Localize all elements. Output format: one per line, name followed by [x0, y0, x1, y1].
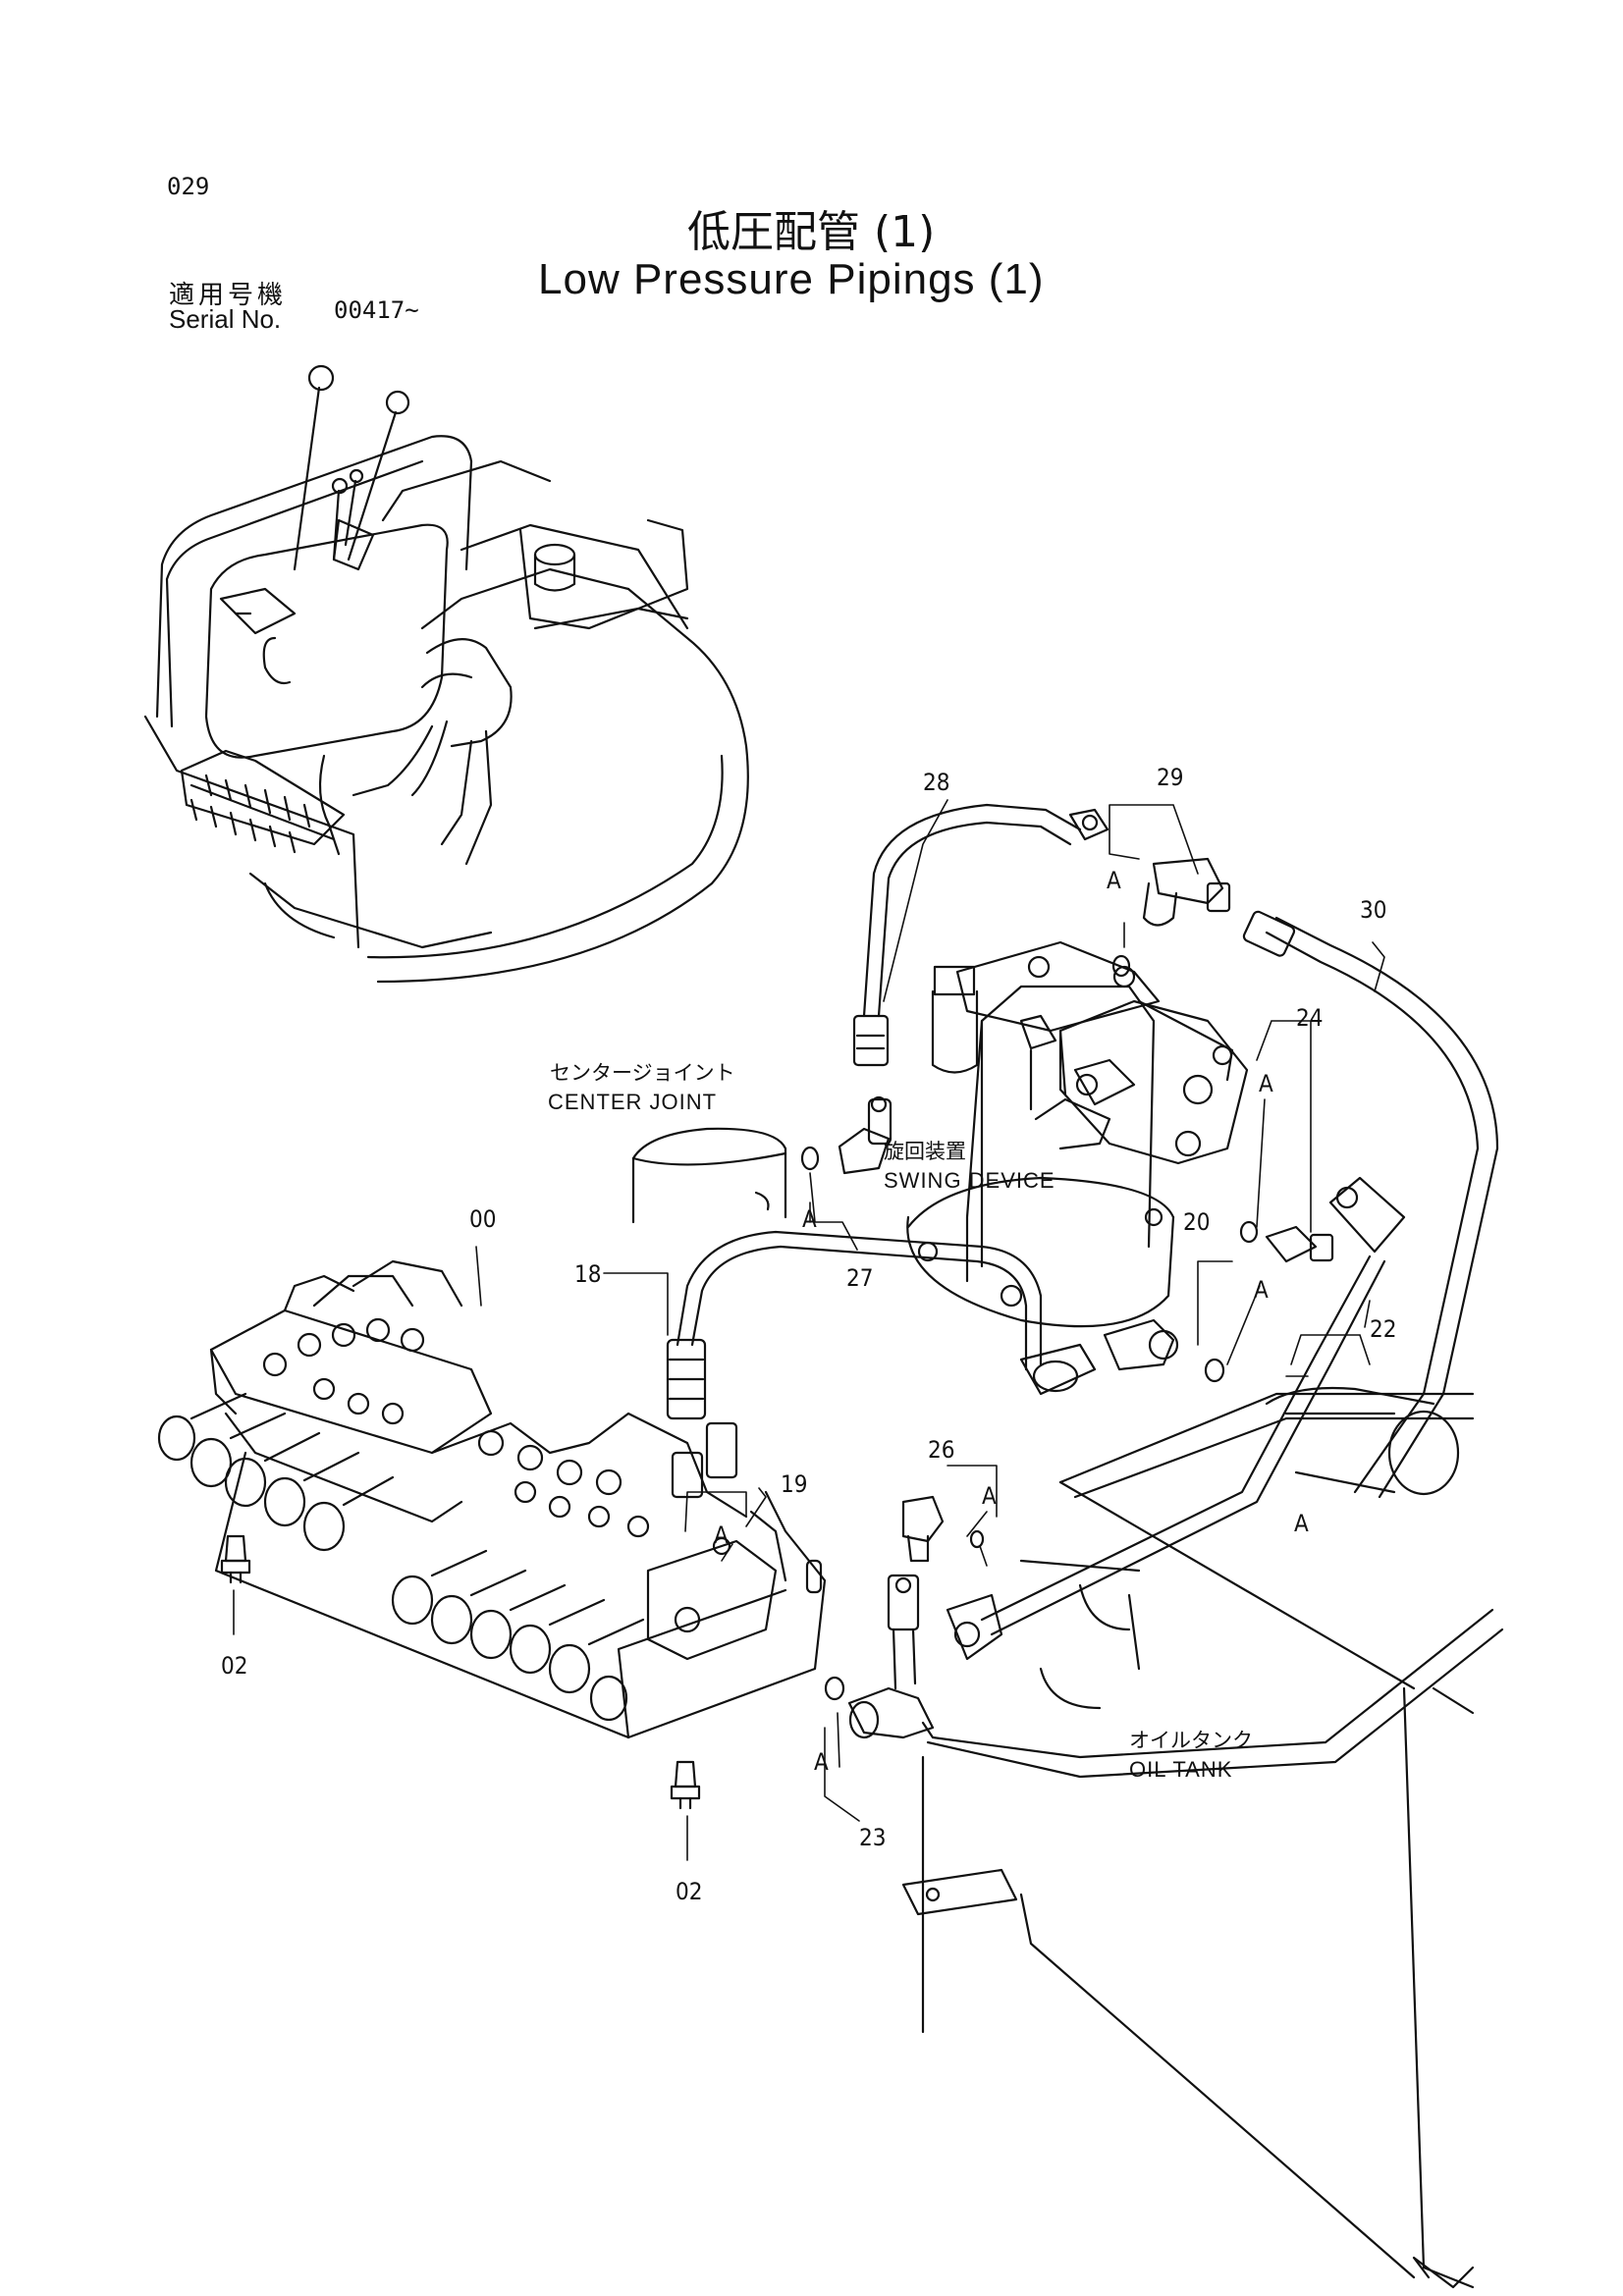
part-ref-30: 30	[1360, 896, 1386, 924]
part-ref-22: 22	[1370, 1315, 1396, 1343]
fitting-24	[1239, 1220, 1334, 1263]
hose-30	[1242, 910, 1499, 1499]
part-ref-23: 23	[859, 1824, 886, 1851]
serial-number-value: 00417~	[334, 296, 419, 324]
hose-28	[852, 803, 1109, 1067]
part-ref-27: 27	[846, 1264, 873, 1292]
part-ref-20: 20	[1183, 1208, 1210, 1236]
hose-22	[946, 1176, 1406, 1661]
center-joint-component	[631, 1127, 787, 1224]
part-ref-02: 02	[221, 1652, 247, 1680]
part-reference-numbers: 00 02 02 18 19 20 22 23 24 26 27 28 29 30	[221, 764, 1396, 1905]
hose-18	[666, 1230, 1097, 1420]
elbow-26	[901, 1495, 985, 1563]
detail-marker-a: A	[802, 1205, 817, 1233]
part-ref-28: 28	[923, 769, 949, 796]
part-ref-19: 19	[781, 1470, 807, 1498]
serial-label-english: Serial No.	[169, 304, 282, 334]
part-ref-02-b: 02	[676, 1878, 702, 1905]
swing-device-component	[906, 940, 1249, 1328]
detail-marker-a: A	[714, 1522, 729, 1549]
part-ref-18: 18	[574, 1260, 601, 1288]
detail-marker-a: A	[1259, 1070, 1273, 1097]
bolt-02-left	[220, 1534, 251, 1584]
part-ref-00: 00	[469, 1205, 496, 1233]
swing-device-label-japanese: 旋回装置	[884, 1140, 966, 1163]
tee-fitting-29	[1111, 857, 1231, 978]
oil-tank-label-english: OIL TANK	[1129, 1757, 1232, 1782]
detail-marker-a: A	[814, 1748, 829, 1776]
part-ref-29: 29	[1157, 764, 1183, 791]
center-joint-label-english: CENTER JOINT	[548, 1090, 717, 1114]
serial-label-japanese: 適用号機	[169, 281, 288, 310]
part-ref-26: 26	[928, 1436, 954, 1464]
page-number: 029	[167, 173, 210, 200]
page-title-english: Low Pressure Pipings (1)	[538, 255, 1045, 303]
elbow-27	[800, 1095, 893, 1175]
oil-tank-component	[901, 1386, 1475, 2289]
part-ref-24: 24	[1296, 1004, 1323, 1032]
elbow-20	[1103, 1318, 1225, 1383]
detail-marker-a: A	[982, 1482, 997, 1510]
detail-markers: A A A A A A A A	[714, 867, 1309, 1776]
detail-marker-a: A	[1254, 1276, 1269, 1304]
control-valve-assembly	[157, 1259, 827, 1739]
bolt-02-bottom	[670, 1760, 701, 1810]
center-joint-label-japanese: センタージョイント	[550, 1061, 735, 1085]
machine-overview-illustration	[143, 364, 749, 984]
leader-lines	[233, 799, 1385, 1861]
detail-marker-a: A	[1294, 1510, 1309, 1537]
hose-23	[824, 1574, 1504, 1779]
oil-tank-label-japanese: オイルタンク	[1129, 1729, 1253, 1752]
detail-marker-a: A	[1107, 867, 1121, 894]
swing-device-label-english: SWING DEVICE	[884, 1168, 1055, 1193]
page-title-japanese: 低圧配管 (1)	[687, 207, 936, 257]
